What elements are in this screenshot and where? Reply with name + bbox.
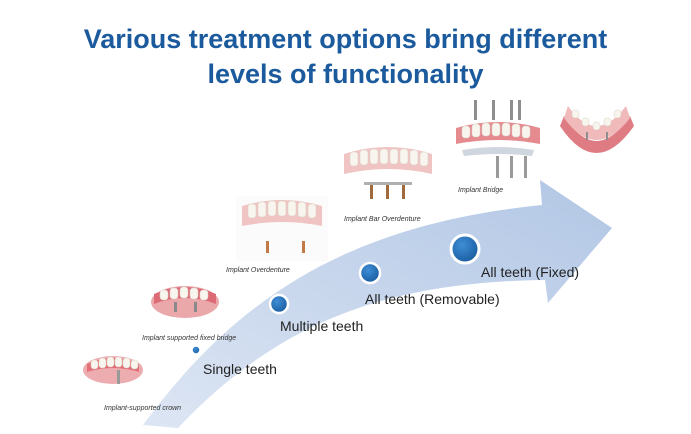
title-line-2: levels of functionality bbox=[207, 59, 484, 89]
title-line-1: Various treatment options bring differen… bbox=[83, 24, 608, 54]
caption-implant-supported-fixed-bridge: Implant supported fixed bridge bbox=[142, 335, 237, 342]
caption-implant-supported-crown: Implant-supported crown bbox=[104, 405, 182, 412]
stage-label-multiple-teeth: Multiple teeth bbox=[280, 318, 364, 334]
stage-dot-2 bbox=[268, 293, 290, 315]
stage-dot-1 bbox=[191, 345, 201, 355]
implant-bridge-full-illustration bbox=[456, 100, 540, 178]
overdenture-illustration bbox=[236, 196, 328, 261]
implant-crown-illustration bbox=[83, 356, 143, 384]
implant-bridge-illustration bbox=[151, 286, 219, 318]
full-arch-illustration bbox=[560, 106, 634, 153]
stage-dot-3 bbox=[358, 261, 382, 285]
caption-implant-overdenture: Implant Overdenture bbox=[226, 267, 290, 274]
caption-implant-bridge: Implant Bridge bbox=[458, 187, 504, 194]
stage-dot-4 bbox=[449, 233, 481, 265]
bar-overdenture-illustration bbox=[344, 147, 432, 199]
caption-implant-bar-overdenture: Implant Bar Overdenture bbox=[344, 216, 421, 223]
stage-label-all-teeth-fixed: All teeth (Fixed) bbox=[481, 264, 580, 280]
progress-arrow bbox=[143, 180, 612, 428]
stage-label-single-teeth: Single teeth bbox=[203, 361, 277, 377]
stage-label-all-teeth-removable: All teeth (Removable) bbox=[365, 291, 500, 307]
